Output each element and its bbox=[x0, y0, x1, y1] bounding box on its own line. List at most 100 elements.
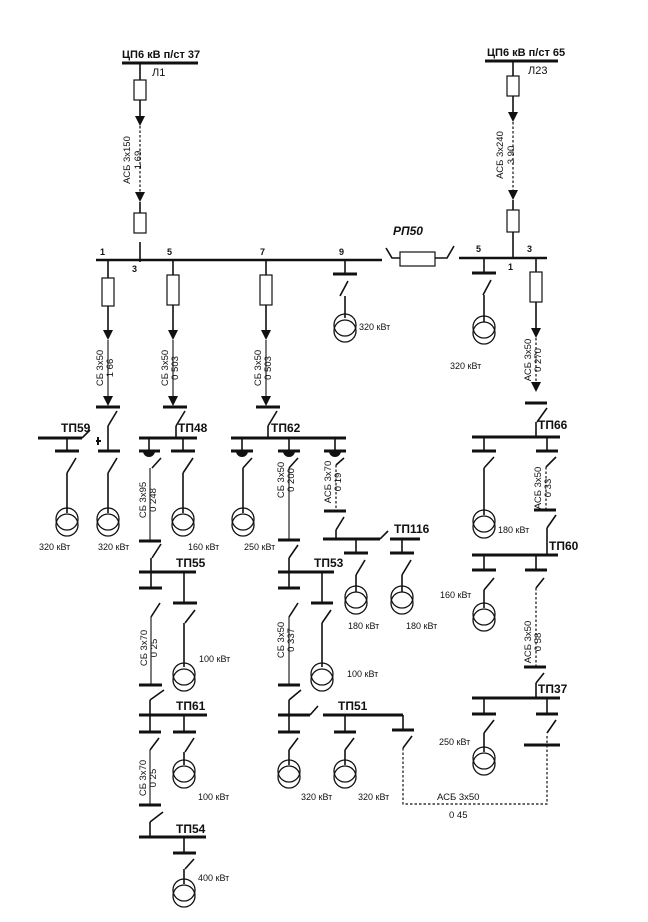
transformer-rating: 320 кВт bbox=[358, 792, 389, 802]
tp48-label: ТП48 bbox=[178, 421, 208, 435]
rp50: РП50 1 3 5 7 9 5 1 3 bbox=[96, 224, 547, 274]
tp53-label: ТП53 bbox=[314, 556, 344, 570]
tp48: ТП48 СБ 3х95 0 248 160 кВт bbox=[138, 421, 219, 552]
cable-length-label: 3 90 bbox=[506, 146, 517, 165]
transformer-rating: 250 кВт bbox=[439, 737, 470, 747]
transformer-rating: 160 кВт bbox=[188, 542, 219, 552]
cable-end-icon bbox=[283, 451, 295, 457]
cable-end-icon bbox=[236, 451, 248, 457]
rp50-right-cell-5-transformer: 320 кВт bbox=[450, 258, 496, 371]
transformer-icon bbox=[344, 585, 368, 609]
transformer-rating: 180 кВт bbox=[348, 621, 379, 631]
source-65-line-label: Л23 bbox=[528, 65, 547, 77]
source-37-label: ЦП6 кВ п/ст 37 bbox=[122, 49, 200, 61]
transformer-rating: 320 кВт bbox=[98, 542, 129, 552]
cable-type-label: СБ 3х50 bbox=[276, 462, 287, 498]
transformer-icon bbox=[172, 759, 196, 783]
cell-number: 7 bbox=[260, 247, 265, 257]
cable-type-label: СБ 3х50 bbox=[160, 350, 171, 386]
cable-length-label: 0 19 bbox=[333, 473, 344, 492]
transformer-rating: 160 кВт bbox=[440, 590, 471, 600]
cell-number: 3 bbox=[527, 244, 532, 254]
transformer-rating: 180 кВт bbox=[498, 525, 529, 535]
cable-length-label: 0 25 bbox=[149, 639, 160, 658]
tp62-label: ТП62 bbox=[271, 421, 301, 435]
transformer-icon bbox=[333, 759, 357, 783]
tp55-label: ТП55 bbox=[176, 556, 206, 570]
cable-type-label: АСБ 3х50 bbox=[523, 621, 534, 663]
transformer-icon bbox=[310, 662, 334, 686]
tp66: ТП66 180 кВт АСБ 3х50 0 33 bbox=[472, 418, 568, 555]
tp59-label: ТП59 bbox=[61, 421, 91, 435]
tp60-label: ТП60 bbox=[549, 539, 579, 553]
tp61-label: ТП61 bbox=[176, 699, 206, 713]
feeder-tp59: СБ 3х50 1 66 bbox=[95, 260, 120, 427]
cable-type-label: СБ 3х95 bbox=[138, 482, 149, 518]
rp50-label: РП50 bbox=[393, 224, 423, 238]
transformer-rating: 320 кВт bbox=[359, 322, 390, 332]
cable-type-label: АСБ 3х50 bbox=[523, 339, 534, 381]
cable-type-label: СБ 3х70 bbox=[139, 630, 150, 666]
arrow-icon bbox=[261, 396, 271, 406]
arrow-icon bbox=[168, 330, 178, 340]
tp53: ТП53 СБ 3х50 0 337 100 кВт bbox=[276, 538, 378, 692]
section-fuse-icon bbox=[399, 251, 436, 267]
cable-length-label: 1 66 bbox=[105, 359, 116, 378]
cable-length-label: 0 503 bbox=[263, 356, 274, 380]
tp37-label: ТП37 bbox=[538, 682, 568, 696]
source-65-label: ЦП6 кВ п/ст 65 bbox=[487, 47, 565, 59]
transformer-icon bbox=[231, 507, 255, 531]
cable-length-label: 0 45 bbox=[449, 810, 468, 821]
arrow-icon bbox=[135, 192, 145, 202]
cell-number: 1 bbox=[508, 262, 513, 272]
cable-length-label: 1 69 bbox=[133, 151, 144, 170]
cable-type-label: СБ 3х50 bbox=[95, 350, 106, 386]
cable-type-label: АСБ 3х70 bbox=[323, 461, 334, 503]
fuse-icon bbox=[259, 274, 273, 306]
tp51: ТП51 320 кВт 320 кВт bbox=[277, 683, 414, 802]
cable-tp51-tp37: АСБ 3х50 0 45 bbox=[402, 735, 548, 821]
fuse-icon bbox=[166, 274, 180, 306]
transformer-icon bbox=[172, 662, 196, 686]
cell-number: 9 bbox=[339, 247, 344, 257]
cable-end-icon bbox=[329, 451, 341, 457]
cable-end-icon bbox=[143, 451, 155, 457]
transformer-icon bbox=[472, 315, 496, 339]
cable-type-label: АСБ 3х50 bbox=[533, 467, 544, 509]
feeder-tp66: АСБ 3х50 0 270 bbox=[523, 258, 548, 438]
fuse-icon bbox=[506, 209, 520, 233]
cable-length-label: 0 200 bbox=[286, 468, 297, 492]
transformer-rating: 320 кВт bbox=[450, 361, 481, 371]
transformer-rating: 320 кВт bbox=[301, 792, 332, 802]
arrow-icon bbox=[135, 116, 145, 126]
tp62: ТП62 250 кВт СБ 3х50 0 200 АСБ 3х70 0 19 bbox=[231, 421, 346, 552]
cable-length-label: 0 503 bbox=[170, 356, 181, 380]
transformer-icon bbox=[472, 602, 496, 626]
arrow-icon bbox=[531, 382, 541, 392]
source-37-line-label: Л1 bbox=[152, 67, 165, 79]
tp60: ТП60 160 кВт АСБ 3х50 0 58 bbox=[440, 539, 579, 698]
tp66-label: ТП66 bbox=[538, 418, 568, 432]
transformer-rating: 100 кВт bbox=[347, 669, 378, 679]
transformer-icon bbox=[96, 507, 120, 531]
cell-number: 5 bbox=[476, 244, 481, 254]
transformer-rating: 250 кВт bbox=[244, 542, 275, 552]
arrow-icon bbox=[508, 190, 518, 200]
cable-type-label: СБ 3х50 bbox=[276, 622, 287, 658]
cable-length-label: 0 58 bbox=[533, 633, 544, 652]
tp59: ТП59 320 кВт 320 кВт bbox=[38, 421, 129, 552]
feeder-tp62: СБ 3х50 0 503 bbox=[253, 260, 280, 438]
cable-length-label: 0 33 bbox=[543, 479, 554, 498]
cell-number: 1 bbox=[100, 247, 105, 257]
source-65: ЦП6 кВ п/ст 65 Л23 АСБ 3х240 3 90 bbox=[485, 47, 565, 258]
tp54-label: ТП54 bbox=[176, 822, 206, 836]
rp50-cell-9-transformer: 320 кВт bbox=[333, 260, 390, 343]
arrow-icon bbox=[103, 330, 113, 340]
cable-type-label: СБ 3х50 bbox=[253, 350, 264, 386]
fuse-icon bbox=[506, 75, 520, 97]
arrow-icon bbox=[508, 112, 518, 122]
source-37: ЦП6 кВ п/ст 37 Л1 АСБ 3х150 1 69 bbox=[122, 49, 200, 262]
cable-type-label: АСБ 3х240 bbox=[495, 131, 506, 179]
transformer-rating: 400 кВт bbox=[198, 873, 229, 883]
